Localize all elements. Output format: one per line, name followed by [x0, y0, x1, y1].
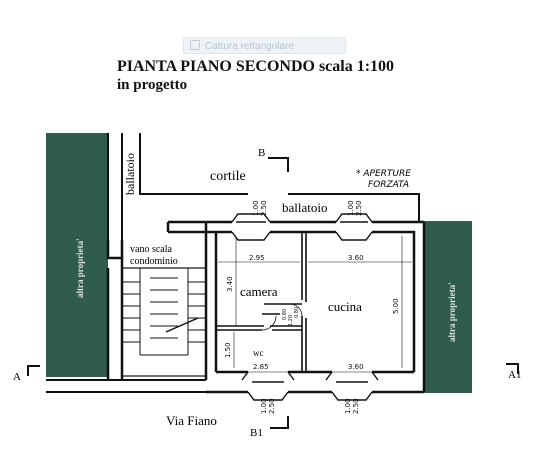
stair-steps [122, 267, 206, 356]
section-label-b: B [258, 147, 265, 159]
dim-camera-width: 2.95 [249, 254, 265, 262]
dim-bottom-width: 3.60 [348, 363, 364, 371]
dim-top-win1-b: 2.50 [260, 200, 268, 216]
window-bay-top-left [231, 213, 271, 241]
section-label-a1: A1 [508, 369, 521, 381]
dim-top-win2-a: 1.00 [347, 200, 355, 216]
dim-wc-height: 1.50 [224, 342, 232, 358]
door-swings [261, 303, 303, 331]
section-label-a: A [13, 371, 21, 383]
ballatoio-outline [107, 133, 420, 240]
rectangle-capture-icon [190, 40, 200, 50]
dim-small-2: 1.20 [288, 315, 294, 326]
plan-title: PIANTA PIANO SECONDO scala 1:100 [117, 58, 395, 75]
label-ballatoio-horizontal: ballatoio [282, 200, 328, 215]
room-label-wc: wc [253, 348, 264, 358]
section-label-b1: B1 [250, 427, 263, 439]
label-vano-scala: vano scala [130, 244, 172, 255]
room-label-camera: camera [240, 284, 278, 299]
dim-top-win2-b: 2.50 [355, 200, 363, 216]
dim-wc-width: 2.85 [253, 363, 269, 371]
section-marker-b1 [270, 416, 289, 429]
capture-toolbar[interactable]: Cattura rettangolare [183, 37, 346, 54]
capture-label: Cattura rettangolare [205, 41, 294, 52]
window-bay-bottom-right [325, 371, 379, 401]
interior-partitions [216, 232, 307, 372]
note-line-1: * APERTURE [356, 169, 411, 179]
dim-cucina-width: 3.60 [348, 254, 364, 262]
note-line-2: FORZATA [368, 180, 409, 190]
dim-small-1: 0.80 [282, 309, 288, 320]
label-ballatoio-vertical: ballatoio [123, 153, 137, 195]
street-wall [46, 379, 206, 393]
section-marker-a1 [506, 363, 519, 374]
window-bay-bottom-left [241, 371, 295, 401]
dim-cucina-height: 5.00 [392, 298, 400, 314]
label-condominio: condominio [130, 256, 178, 267]
label-altra-proprieta-right: altra proprieta' [447, 282, 457, 342]
window-bay-top-right [335, 213, 373, 241]
neighbor-property-left [46, 133, 108, 377]
dim-bot-win1-b: 2.50 [268, 398, 276, 414]
stair-arrow [165, 317, 199, 333]
dim-bot-win2-a: 1.00 [344, 398, 352, 414]
dim-bot-win2-b: 2.50 [352, 398, 360, 414]
room-label-cucina: cucina [328, 299, 362, 314]
dim-camera-height: 3.40 [226, 276, 234, 292]
dim-small-3: 0.80 [294, 307, 300, 318]
stair-core-walls [106, 240, 124, 380]
label-cortile: cortile [210, 169, 246, 184]
plan-subtitle: in progetto [117, 77, 188, 93]
section-marker-b [268, 157, 289, 172]
dim-top-win1-a: 1.00 [252, 200, 260, 216]
dimension-lines [218, 236, 412, 373]
stair-well [121, 267, 207, 377]
label-via-fiano: Via Fiano [166, 413, 217, 428]
neighbor-property-right [424, 221, 472, 393]
section-marker-a [27, 365, 40, 376]
dim-bot-win1-a: 1.00 [260, 398, 268, 414]
label-altra-proprieta-left: altra proprieta' [75, 238, 85, 298]
